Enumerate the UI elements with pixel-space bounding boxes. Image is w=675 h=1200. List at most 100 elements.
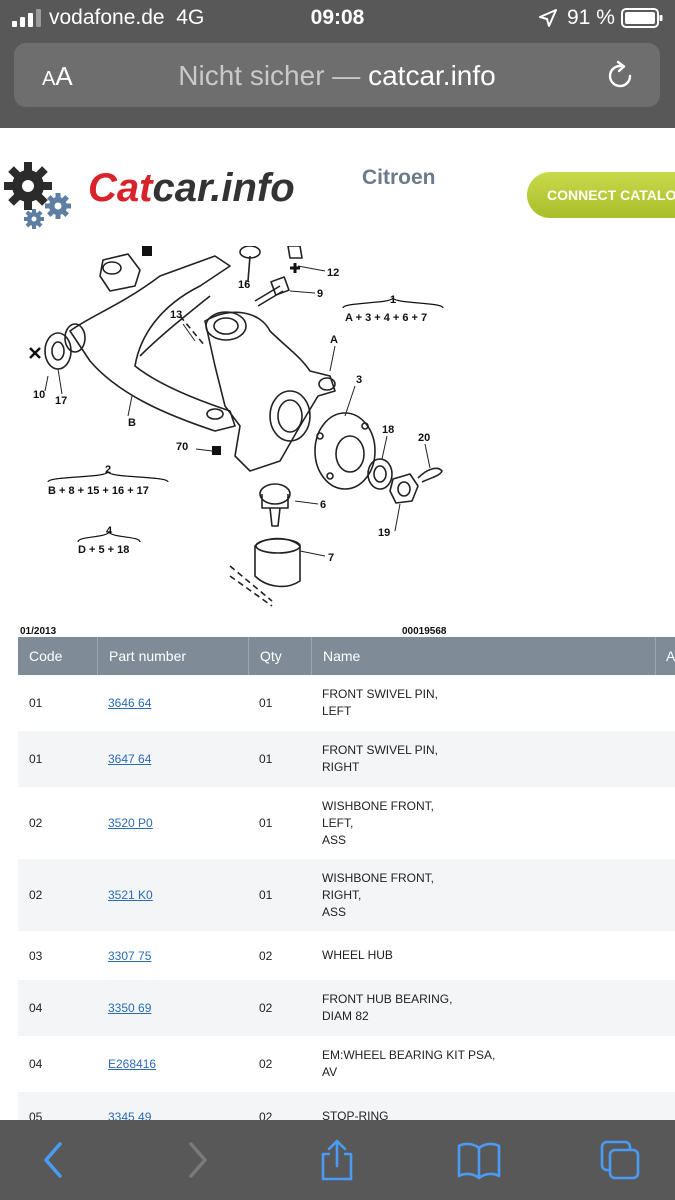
reload-icon[interactable] <box>604 59 636 91</box>
cell-code: 04 <box>29 1001 43 1015</box>
battery-icon <box>621 8 663 28</box>
name-line: STOP-RING <box>322 1109 389 1123</box>
name-line: FRONT HUB BEARING, <box>322 992 453 1006</box>
share-icon[interactable] <box>317 1138 357 1182</box>
table-header: Code Part number Qty Name A <box>18 637 675 675</box>
table-row: 02 3521 K0 01 WISHBONE FRONT, RIGHT, ASS <box>18 859 675 931</box>
url-display[interactable]: Nicht sicher — catcar.info <box>178 60 496 91</box>
callout-18: 18 <box>382 424 394 436</box>
label-2: 2 <box>105 464 111 476</box>
column-header-qty[interactable]: Qty <box>248 637 311 675</box>
cell-name: WHEEL HUB <box>311 931 655 980</box>
cell-name: FRONT SWIVEL PIN, LEFT <box>311 675 655 731</box>
cell-qty: 01 <box>259 816 273 830</box>
table-row: 01 3646 64 01 FRONT SWIVEL PIN, LEFT <box>18 675 675 731</box>
callout-17: 17 <box>55 395 67 407</box>
diagram-reference: 00019568 <box>402 626 447 637</box>
callout-7: 7 <box>328 552 334 564</box>
table-row: 04 E268416 02 EM:WHEEL BEARING KIT PSA, AV <box>18 1036 675 1092</box>
cell-name: FRONT HUB BEARING, DIAM 82 <box>311 980 655 1036</box>
signal-strength-icon <box>12 9 41 27</box>
cell-name: EM:WHEEL BEARING KIT PSA, AV <box>311 1036 655 1092</box>
column-header-code[interactable]: Code <box>29 648 63 664</box>
column-header-name[interactable]: Name <box>311 637 655 675</box>
battery-percentage: 91 % <box>567 6 615 29</box>
name-line: WISHBONE FRONT, <box>322 870 435 885</box>
cell-code: 01 <box>29 752 43 766</box>
carrier-label: vodafone.de 4G <box>49 6 205 29</box>
table-row: 04 3350 69 02 FRONT HUB BEARING, DIAM 82 <box>18 980 675 1036</box>
site-header: Catcar.info Citroen CONNECT CATALOG <box>0 128 675 247</box>
part-number-link[interactable]: E268416 <box>108 1057 157 1071</box>
brand-label: Citroen <box>362 166 436 189</box>
cell-code: 03 <box>29 948 43 963</box>
cell-part-number: 3520 P0 <box>97 787 248 859</box>
cell-qty: 02 <box>259 1001 273 1015</box>
column-header-part-number[interactable]: Part number <box>97 637 248 675</box>
callout-12: 12 <box>327 267 339 279</box>
cell-part-number: 3647 64 <box>97 731 248 787</box>
name-line: FRONT SWIVEL PIN, <box>322 687 439 701</box>
address-bar[interactable]: AA Nicht sicher — catcar.info <box>14 43 660 107</box>
back-icon[interactable] <box>38 1138 68 1182</box>
label-1: 1 <box>390 294 396 306</box>
part-number-link[interactable]: 3520 P0 <box>108 816 153 830</box>
name-line: RIGHT, <box>322 887 362 902</box>
name-line: FRONT SWIVEL PIN, <box>322 743 439 757</box>
name-line: DIAM 82 <box>322 1009 369 1023</box>
text-size-button[interactable]: AA <box>42 61 73 91</box>
cell-name: STOP-RING <box>311 1092 655 1141</box>
cell-qty: 01 <box>259 888 273 902</box>
column-header-extra[interactable]: A <box>655 637 675 675</box>
name-line: ASS <box>322 904 347 919</box>
name-line: EM:WHEEL BEARING KIT PSA, <box>322 1048 496 1062</box>
part-number-link[interactable]: 3350 69 <box>108 1001 152 1015</box>
table-row: 03 3307 75 02 WHEEL HUB <box>18 931 675 980</box>
cell-name: WISHBONE FRONT,LEFT,ASS <box>311 787 655 859</box>
callout-16: 16 <box>238 279 250 291</box>
parts-diagram: 1 A + 3 + 4 + 6 + 7 2 B + 8 + 15 + 16 + … <box>0 246 675 626</box>
cell-part-number: 3646 64 <box>97 675 248 731</box>
part-number-link[interactable]: 3647 64 <box>108 752 152 766</box>
name-line: LEFT <box>322 704 352 718</box>
location-arrow-icon <box>539 9 557 27</box>
forward-icon[interactable] <box>183 1138 213 1182</box>
callout-9: 9 <box>317 288 323 300</box>
browser-toolbar <box>0 1120 675 1200</box>
bookmarks-icon[interactable] <box>455 1138 503 1182</box>
name-line: RIGHT <box>322 760 360 774</box>
cell-code: 02 <box>29 816 43 830</box>
clock: 09:08 <box>310 6 365 29</box>
gears-logo-icon <box>4 162 71 229</box>
cell-code: 04 <box>29 1057 43 1071</box>
part-number-link[interactable]: 3307 75 <box>108 948 152 963</box>
name-line: AV <box>322 1065 338 1079</box>
cell-part-number: 3350 69 <box>97 980 248 1036</box>
callout-3: 3 <box>356 374 362 386</box>
browser-chrome: vodafone.de 4G 09:08 91 % AA Nicht siche… <box>0 0 675 128</box>
callout-13: 13 <box>170 309 182 321</box>
cell-qty: 02 <box>259 948 273 963</box>
cell-name: FRONT SWIVEL PIN, RIGHT <box>311 731 655 787</box>
cell-part-number: 3307 75 <box>97 931 248 980</box>
cell-qty: 01 <box>259 696 273 710</box>
cell-qty: 02 <box>259 1057 273 1071</box>
suspension-exploded-view: 1 A + 3 + 4 + 6 + 7 2 B + 8 + 15 + 16 + … <box>29 246 444 607</box>
connect-catalog-button[interactable]: CONNECT CATALOG <box>527 172 675 218</box>
cell-part-number: 3521 K0 <box>97 859 248 931</box>
status-bar: vodafone.de 4G 09:08 91 % <box>0 0 675 38</box>
site-logo[interactable]: Catcar.info <box>88 166 295 210</box>
tabs-icon[interactable] <box>598 1138 644 1182</box>
callout-10: 10 <box>33 389 45 401</box>
cell-code: 02 <box>29 888 43 902</box>
cell-code: 01 <box>29 696 43 710</box>
callout-A: A <box>330 334 338 346</box>
cell-name: WISHBONE FRONT, RIGHT, ASS <box>311 859 655 931</box>
name-line: ASS <box>322 832 347 847</box>
name-line: LEFT, <box>322 815 354 830</box>
part-number-link[interactable]: 3646 64 <box>108 696 152 710</box>
label-4: 4 <box>106 525 113 537</box>
part-number-link[interactable]: 3521 K0 <box>108 888 153 902</box>
